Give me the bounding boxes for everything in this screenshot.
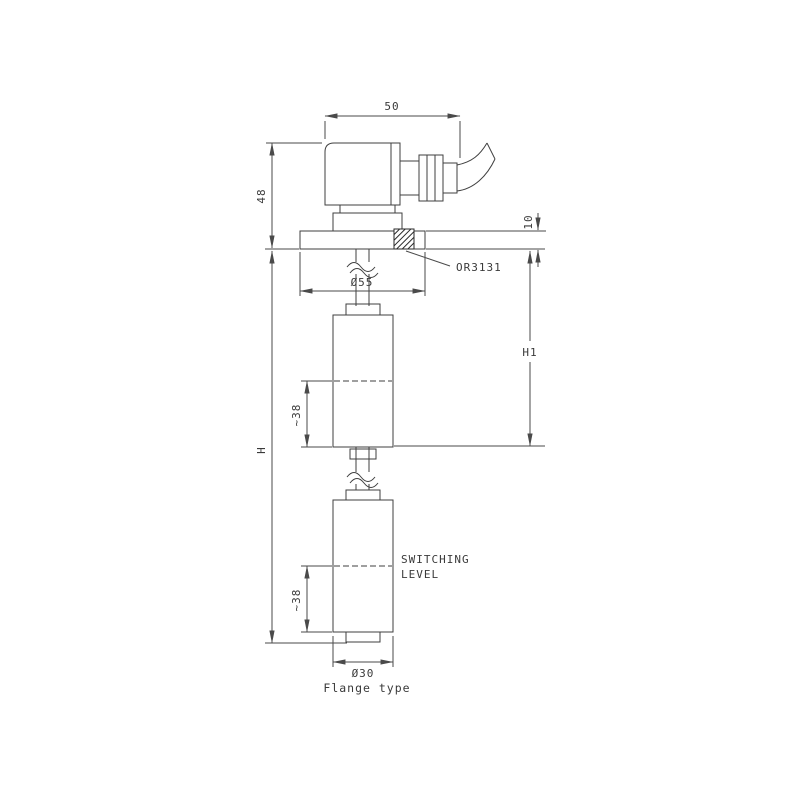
dim-d55-label: Ø55 [351,276,374,289]
float-2 [332,489,394,643]
switching-level-annotation: SWITCHING LEVEL [401,553,470,581]
drawing-caption: Flange type [323,681,410,695]
dim-d30: Ø30 [332,636,394,680]
dim-h1: H1 [394,248,545,447]
switching-level-line2: LEVEL [401,568,439,581]
dim-d55: Ø55 [299,252,426,296]
dim-50: 50 [324,100,461,158]
dim-38-float1-label: ~38 [290,404,303,427]
cable [456,142,496,192]
neck [332,204,403,232]
pipe-break-icon [346,262,376,272]
stop-ring [349,448,377,460]
dim-38-float1: ~38 [290,380,332,448]
dim-h-label: H [255,446,268,454]
bottom-cap [345,631,381,643]
dim-38-float2: ~38 [290,565,332,633]
oring-label: OR3131 [456,261,502,274]
oring-callout: OR3131 [405,250,502,274]
pipe-break-icon [349,478,379,488]
stem-upper [346,249,379,306]
pipe-break-icon [349,268,379,278]
flange [299,228,426,250]
dim-48: 48 [255,142,322,249]
stem-middle [346,447,379,490]
switching-level-line1: SWITCHING [401,553,470,566]
dim-d30-label: Ø30 [352,667,375,680]
dim-48-label: 48 [255,188,268,203]
oring-section [393,228,415,250]
dim-38-float2-label: ~38 [290,589,303,612]
dim-10: 10 [426,213,546,267]
dim-h: H [255,248,347,644]
cable-gland [399,154,458,202]
pipe-break-icon [346,472,376,482]
dim-50-label: 50 [384,100,399,113]
dim-10-label: 10 [522,214,535,229]
connector-body [324,142,401,206]
float-1 [332,303,394,448]
dim-h1-label: H1 [522,346,537,359]
